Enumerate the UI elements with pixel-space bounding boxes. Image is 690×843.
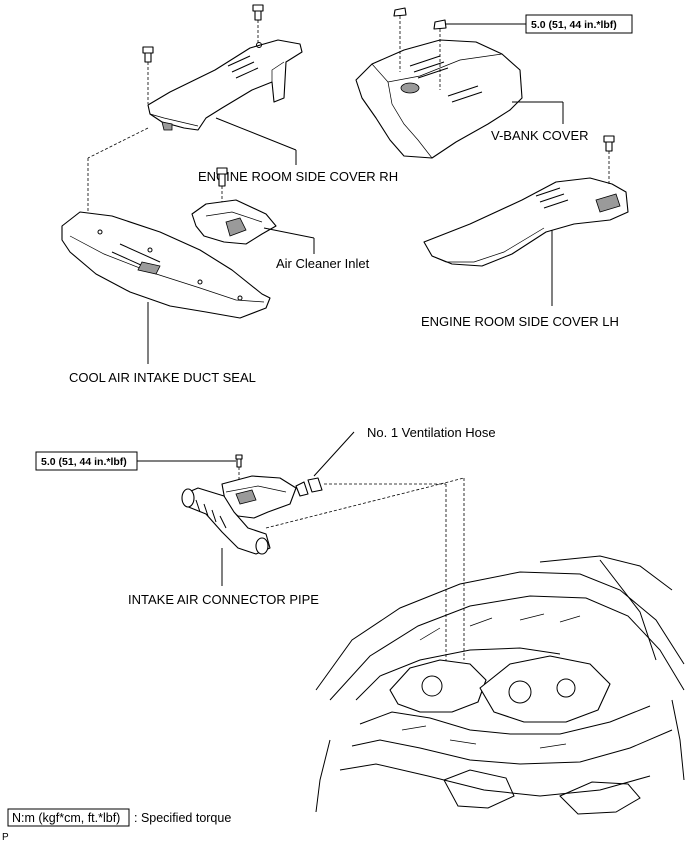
ventilation-hose bbox=[295, 477, 323, 497]
bolt-icon bbox=[142, 46, 154, 104]
bolt-icon bbox=[235, 454, 243, 484]
engine-compartment-illustration bbox=[315, 555, 685, 815]
label-cool-air-intake-duct-seal: COOL AIR INTAKE DUCT SEAL bbox=[69, 370, 256, 385]
assembly-line bbox=[87, 127, 149, 159]
engine-room-side-cover-lh bbox=[423, 177, 629, 267]
nut-icon bbox=[433, 19, 447, 90]
label-v-bank-cover: V-BANK COVER bbox=[491, 128, 589, 143]
legend-text: : Specified torque bbox=[134, 811, 231, 825]
intake-air-connector-pipe bbox=[181, 475, 297, 555]
air-cleaner-inlet bbox=[191, 199, 277, 245]
label-engine-room-side-cover-rh: ENGINE ROOM SIDE COVER RH bbox=[198, 169, 398, 184]
label-air-cleaner-inlet: Air Cleaner Inlet bbox=[276, 256, 370, 271]
bolt-icon bbox=[252, 4, 264, 44]
label-intake-air-connector-pipe: INTAKE AIR CONNECTOR PIPE bbox=[128, 592, 319, 607]
engine-room-side-cover-rh bbox=[147, 39, 303, 131]
v-bank-cover bbox=[355, 39, 523, 159]
legend-unit-box: N:m (kgf*cm, ft.*lbf) bbox=[12, 811, 120, 825]
torque-callout-pipe: 5.0 (51, 44 in.*lbf) bbox=[35, 451, 138, 471]
label-no1-ventilation-hose: No. 1 Ventilation Hose bbox=[367, 425, 496, 440]
nut-icon bbox=[393, 7, 407, 72]
torque-callout-top: 5.0 (51, 44 in.*lbf) bbox=[525, 14, 633, 34]
torque-value-top: 5.0 (51, 44 in.*lbf) bbox=[531, 19, 617, 31]
leader-line bbox=[263, 227, 315, 239]
corner-code: P bbox=[2, 832, 9, 843]
leader-line bbox=[313, 431, 355, 477]
bolt-icon bbox=[603, 135, 615, 186]
label-engine-room-side-cover-lh: ENGINE ROOM SIDE COVER LH bbox=[421, 314, 619, 329]
leader-line bbox=[215, 117, 297, 151]
assembly-line bbox=[265, 477, 465, 529]
torque-value-pipe: 5.0 (51, 44 in.*lbf) bbox=[41, 456, 127, 468]
cool-air-intake-duct-seal bbox=[61, 211, 271, 319]
torque-legend: N:m (kgf*cm, ft.*lbf) : Specified torque bbox=[7, 808, 231, 827]
